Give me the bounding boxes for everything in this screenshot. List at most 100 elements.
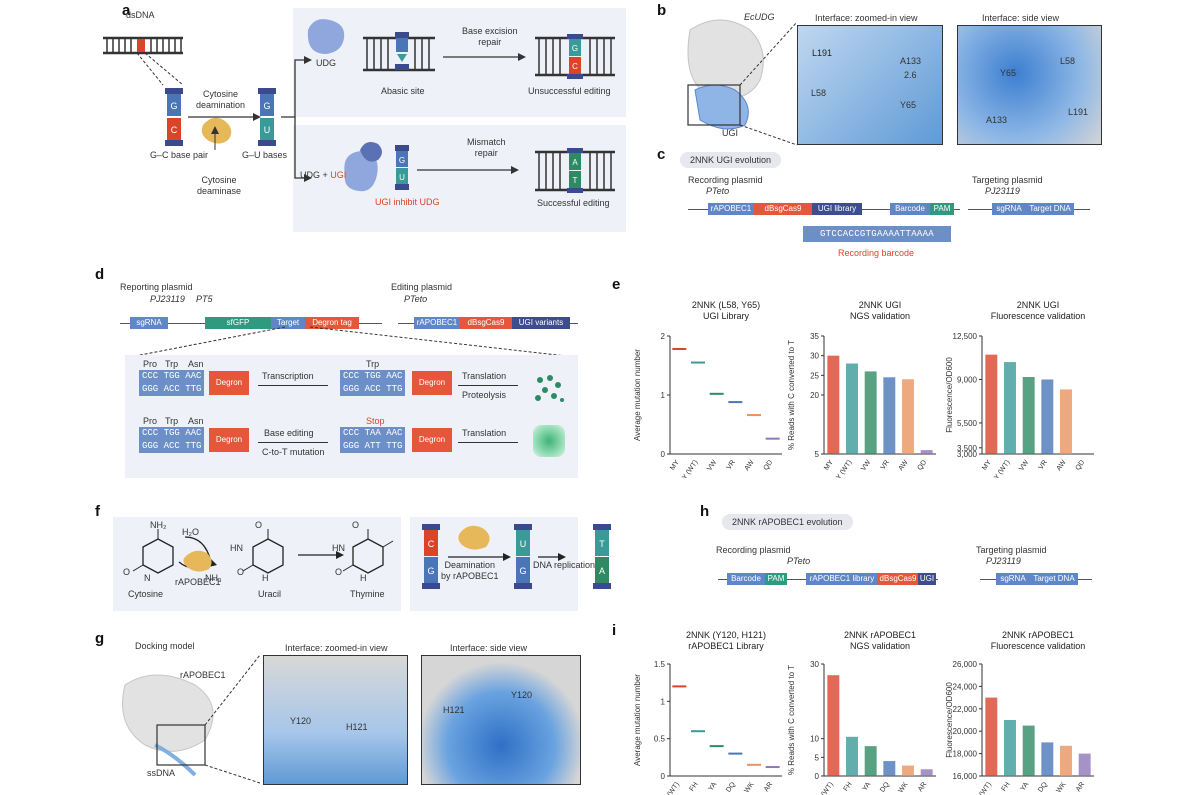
c-pj: PJ23119 [985, 186, 1020, 196]
e-bar [1022, 376, 1035, 454]
g-h121-side: H121 [443, 705, 465, 715]
i-x-tick-label: DQ [879, 781, 891, 794]
i-bar [985, 697, 998, 776]
h-seg-pam: PAM [765, 573, 787, 585]
e-y-axis-label: Average mutation number [633, 349, 642, 441]
f-o-3: O [123, 567, 131, 577]
svg-text:C: C [171, 125, 178, 135]
e-y-tick-label: 3,000 [957, 450, 978, 459]
d-asn-3: Asn [188, 416, 204, 426]
i-y-tick-label: 22,000 [953, 705, 978, 714]
svg-text:U: U [520, 539, 527, 549]
a-successful-label: Successful editing [537, 198, 610, 208]
svg-text:G: G [427, 566, 434, 576]
d-rep-label: Reporting plasmid [120, 282, 193, 292]
h-seg-target-dna: Target DNA [1030, 573, 1078, 585]
panel-label-e: e [612, 276, 621, 293]
e-chart-title: UGI Library [703, 311, 750, 321]
svg-text:G: G [170, 101, 177, 111]
i-x-tick-label: FH [689, 781, 700, 793]
e-y-tick-label: 0 [661, 450, 666, 459]
a-udg-label: UDG [316, 58, 336, 68]
g-ssdna: ssDNA [147, 768, 176, 778]
svg-text:U: U [264, 125, 271, 135]
b-a133: A133 [900, 56, 922, 66]
i-x-tick-label: YH (WT) [660, 781, 681, 795]
b-a133-side: A133 [986, 115, 1008, 125]
i-x-tick-label: YA [862, 781, 873, 793]
i-bar [1004, 720, 1016, 776]
e-x-tick-label: LY (WT) [991, 459, 1011, 478]
e-x-tick-label: VW [1018, 459, 1030, 473]
d-seg-ugi-variants: UGI variants [512, 317, 570, 329]
e-y-tick-label: 30 [810, 352, 819, 361]
d-degron-2: Degron [412, 371, 452, 395]
panel-label-c: c [657, 146, 666, 163]
i-y-tick-label: 20,000 [953, 727, 978, 736]
d-bot-seq-3: GGG ACC TTG [139, 440, 205, 453]
d-translation-2: Translation [462, 428, 507, 438]
i-x-tick-label: YA [708, 781, 719, 793]
e-y-tick-label: 3,500 [957, 444, 978, 453]
d-stop: Stop [366, 416, 385, 426]
svg-text:T: T [573, 176, 578, 185]
d-proteolysis: Proteolysis [462, 390, 507, 400]
h-tgt-label: Targeting plasmid [976, 545, 1047, 555]
i-x-tick-label: AR [1075, 781, 1086, 793]
i-y-axis-label: Average mutation number [633, 674, 642, 766]
e-x-tick-label: VR [726, 459, 737, 471]
svg-text:T: T [599, 539, 605, 549]
i-bar [883, 761, 896, 776]
svg-text:U: U [399, 173, 405, 182]
b-side-image [957, 25, 1102, 145]
d-seg-cas9: dBsgCas9 [460, 317, 512, 329]
h-pj: PJ23119 [986, 556, 1021, 566]
e-bar [985, 354, 998, 454]
b-l58-side: L58 [1060, 56, 1076, 66]
a-gc-label: G–C base pair [150, 150, 209, 160]
i-y-tick-label: 10 [810, 735, 819, 744]
i-y-tick-label: 26,000 [953, 660, 978, 669]
e-bar [1004, 362, 1016, 454]
a-deamination-label: Cytosine deamination [196, 89, 246, 110]
f-dna-replication: DNA replication [533, 560, 596, 570]
d-edit-label: Editing plasmid [391, 282, 453, 292]
e-y-tick-label: 12,500 [953, 332, 978, 341]
d-degron-4: Degron [412, 428, 452, 452]
g-side-image [421, 655, 581, 785]
d-top-seq-4: CCC TAA AAC [340, 427, 406, 440]
svg-text:C: C [572, 62, 578, 71]
svg-text:C: C [428, 539, 435, 549]
e-chart-title: 2NNK (L58, Y65) [692, 300, 760, 310]
g-y120: Y120 [290, 716, 312, 726]
panel-label-d: d [95, 266, 105, 283]
d-bot-seq-4: GGG ATT TTG [340, 440, 406, 453]
e-bar [864, 371, 877, 454]
e-x-tick-label: MY [981, 459, 993, 472]
e-x-tick-label: LY (WT) [833, 459, 853, 478]
d-arrow-1 [258, 385, 328, 386]
i-x-tick-label: WK [1055, 781, 1067, 795]
svg-text:A: A [572, 158, 578, 167]
c-seg-pam: PAM [930, 203, 954, 215]
c-seg-cas9: dBsgCas9 [754, 203, 812, 215]
f-hn-1: HN [230, 543, 243, 553]
f-chem-structures [132, 529, 394, 574]
i-y-tick-label: 0 [815, 772, 820, 781]
e-y-axis-label: Fluorescence/OD600 [945, 357, 954, 433]
e-bar [1060, 389, 1072, 454]
i-y-tick-label: 5 [815, 753, 820, 762]
d-trp-2: Trp [366, 359, 380, 369]
panel-i-charts: 2NNK (Y120, H121)rAPOBEC1 Library00.511.… [633, 630, 1094, 795]
a-inhibit-label: UGI inhibit UDG [375, 197, 440, 207]
i-chart-title: 2NNK rAPOBEC1 [844, 630, 916, 640]
i-bar [827, 675, 840, 776]
d-trp-1: Trp [165, 359, 179, 369]
i-bar [846, 736, 858, 776]
f-o-5: O [335, 567, 343, 577]
svg-text:G: G [519, 566, 526, 576]
i-y-tick-label: 0 [661, 772, 666, 781]
